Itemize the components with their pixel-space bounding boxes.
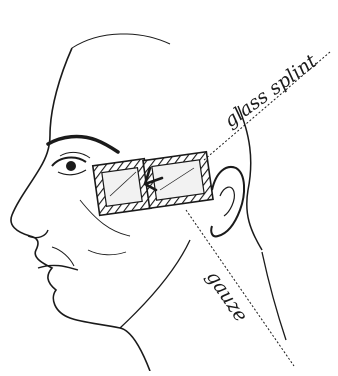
cheek-fold [88, 250, 126, 255]
neck-line [262, 252, 286, 340]
eye-pupil [66, 161, 76, 171]
gauze-leader-line [186, 210, 294, 366]
ear-inner [220, 187, 234, 216]
ear [211, 167, 244, 236]
glass-splint-label: glass splint [220, 50, 321, 132]
mouth [38, 265, 78, 270]
glass-splint [93, 152, 213, 216]
nostril [28, 230, 48, 238]
gauze-label: gauze [202, 266, 252, 326]
lip-fold [52, 247, 74, 266]
eyebrow [48, 137, 118, 152]
splint-left-glass [102, 168, 142, 207]
hair-contour [72, 34, 170, 48]
jaw-line [120, 240, 190, 328]
